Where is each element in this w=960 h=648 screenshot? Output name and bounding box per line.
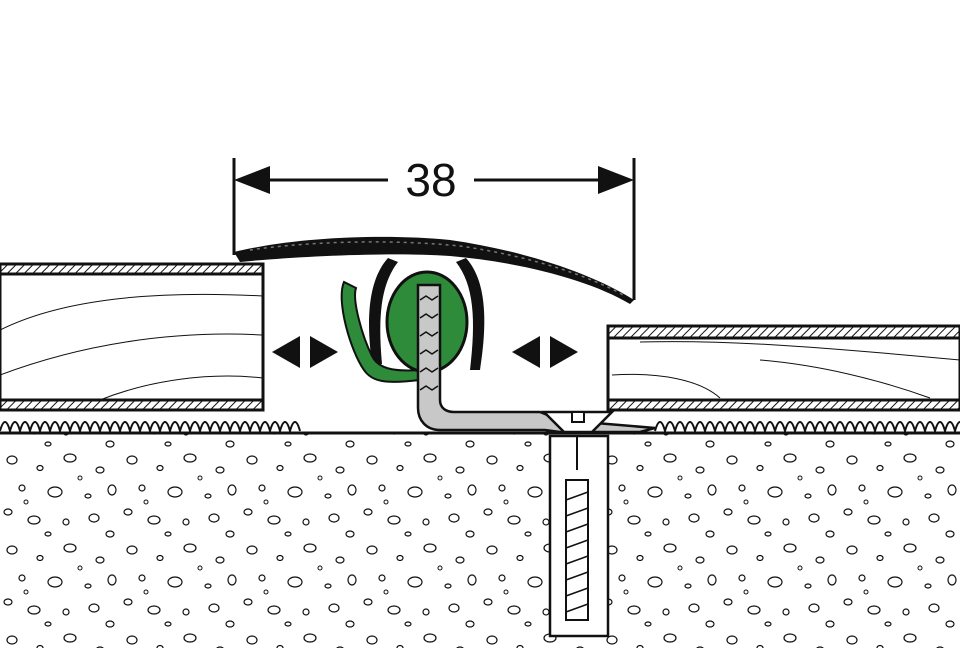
cover-profile-texture	[249, 241, 626, 297]
cover-profile	[234, 236, 634, 304]
screw-slot	[571, 411, 585, 423]
double-arrow-icon-left	[272, 336, 338, 368]
dimension-value: 38	[405, 154, 456, 206]
left-floor-board	[0, 262, 265, 412]
anchor-rail-teeth	[419, 295, 439, 391]
profile-clip-leg-right	[456, 258, 485, 370]
double-arrow-icon-right	[512, 336, 578, 368]
profile-clip-leg-left	[369, 258, 398, 364]
underlay-right	[654, 421, 960, 435]
underlay-left	[0, 421, 301, 435]
dimension-arrowhead-left	[234, 166, 270, 194]
dimension-arrowhead-right	[598, 166, 634, 194]
right-floor-board	[606, 324, 960, 412]
anchor-rail	[416, 283, 656, 434]
dimension-indicator: 38	[232, 154, 636, 300]
wall-plug	[548, 434, 610, 638]
concrete-subfloor	[0, 434, 960, 648]
